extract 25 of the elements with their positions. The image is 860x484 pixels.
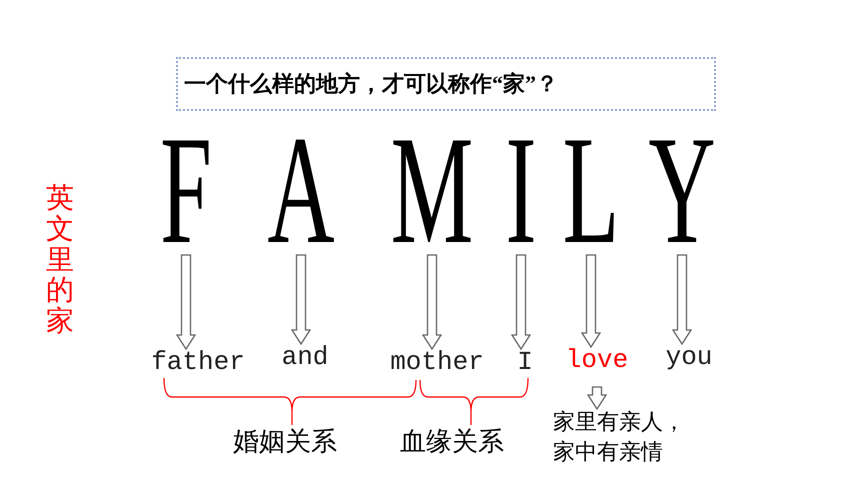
hollow-arrow (422, 254, 442, 350)
vertical-caption: 英文里的家 (46, 184, 74, 338)
big-letter: M (390, 138, 474, 243)
hollow-arrow (510, 254, 532, 350)
word: love (566, 345, 628, 375)
word: father (151, 347, 245, 377)
big-letter: F (160, 138, 212, 243)
hollow-arrow (176, 254, 196, 350)
big-letter: L (562, 138, 620, 243)
word: and (282, 342, 328, 372)
word: I (517, 347, 533, 377)
relation-label: 婚姻关系 (233, 426, 337, 458)
big-letter: Y (648, 138, 716, 243)
hollow-arrow (586, 386, 608, 410)
word: you (666, 342, 712, 372)
hollow-arrow (580, 254, 602, 348)
hollow-arrow (672, 254, 692, 346)
big-letter: I (506, 138, 536, 243)
question-text: 一个什么样的地方，才可以称作“家”？ (184, 70, 558, 98)
relation-label: 血缘关系 (400, 426, 504, 458)
hollow-arrow (290, 254, 312, 346)
big-letter: A (267, 138, 335, 243)
word: mother (390, 347, 484, 377)
meaning-text: 家里有亲人，家中有亲情 (553, 407, 687, 467)
question-box (176, 57, 716, 111)
